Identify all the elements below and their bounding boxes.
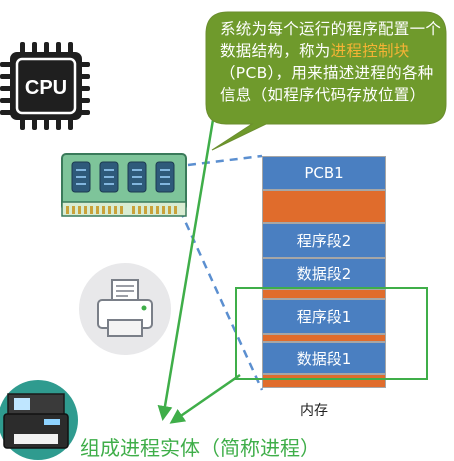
multifunction-printer-icon: [0, 380, 78, 460]
memory-block-free: [262, 374, 386, 388]
memory-block-label: 程序段1: [296, 308, 352, 326]
cpu-chip-icon: CPU: [0, 42, 90, 130]
memory-block-label: 数据段2: [296, 265, 352, 283]
memory-block-label: PCB1: [304, 164, 344, 182]
process-entity-frame: [235, 287, 428, 380]
cpu-label: CPU: [25, 77, 67, 99]
printer-icon: [79, 263, 171, 355]
callout-highlight: 进程控制块: [330, 42, 410, 60]
ram-to-memory-top-dashed-line: [187, 154, 263, 167]
memory-box-to-caption-arrow: [169, 373, 241, 424]
callout-text-before: 系统为每个运行的程序配置一个数据结构，称为: [220, 20, 442, 60]
ram-module-icon: [61, 153, 187, 217]
memory-block-program-segment-1: 程序段1: [262, 299, 386, 334]
process-entity-caption: 组成进程实体（简称进程）: [80, 436, 320, 460]
callout-text-after: （PCB），用来描述进程的各种信息（如程序代码存放位置）: [220, 64, 434, 104]
callout-text: 系统为每个运行的程序配置一个数据结构，称为进程控制块 （PCB），用来描述进程的各…: [220, 18, 442, 106]
memory-block-free: [262, 289, 386, 299]
memory-block-pcb1: PCB1: [262, 156, 386, 190]
memory-block-free: [262, 334, 386, 342]
memory-label: 内存: [300, 403, 328, 419]
bubble-to-caption-arrow: [157, 77, 222, 421]
memory-block-label: 程序段2: [296, 232, 352, 250]
memory-block-data-segment-2: 数据段2: [262, 258, 386, 289]
memory-block-label: 数据段1: [296, 349, 352, 368]
memory-block-program-segment-2: 程序段2: [262, 223, 386, 258]
memory-block-free: [262, 190, 386, 223]
memory-block-data-segment-1: 数据段1: [262, 342, 386, 374]
